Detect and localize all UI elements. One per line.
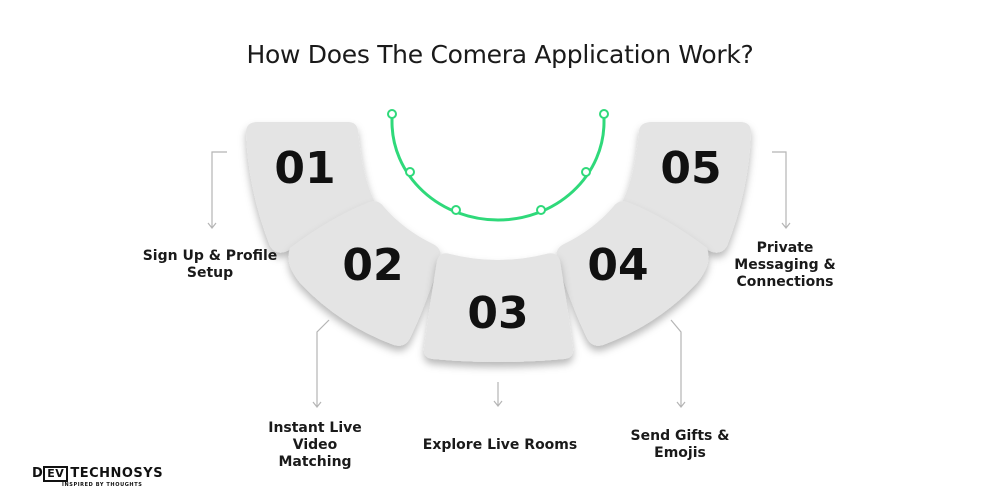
arc-node — [581, 167, 591, 177]
arc-connector — [390, 114, 606, 222]
step-number-04: 04 — [587, 240, 648, 291]
step-label-01: Sign Up & Profile Setup — [142, 248, 278, 281]
step-label-02: Instant Live Video Matching — [268, 420, 362, 470]
step-number-01: 01 — [274, 143, 335, 194]
step-number-03: 03 — [467, 288, 528, 339]
arc-node — [387, 109, 397, 119]
connector-arrow-04 — [670, 319, 686, 408]
connector-arrow-03 — [493, 382, 503, 407]
step-label-04: Send Gifts & Emojis — [630, 428, 730, 461]
connector-arrow-05 — [772, 151, 791, 229]
logo-wordmark: TECHNOSYS — [70, 466, 164, 481]
logo-tagline: INSPIRED BY THOUGHTS — [62, 482, 143, 488]
step-number-05: 05 — [660, 143, 721, 194]
connector-arrow-01 — [207, 151, 227, 229]
connector-arrow-02 — [312, 319, 330, 408]
step-label-05: Private Messaging & Connections — [734, 240, 836, 290]
step-card-04: 04 — [556, 201, 709, 346]
arc-node — [451, 205, 461, 215]
connector-lines — [207, 151, 791, 408]
arc-nodes — [387, 109, 609, 215]
arc-node — [405, 167, 415, 177]
logo-letter: D — [32, 466, 44, 481]
step-card-02: 02 — [288, 201, 441, 346]
arc-node — [599, 109, 609, 119]
arc-node — [536, 205, 546, 215]
step-label-03: Explore Live Rooms — [422, 437, 578, 453]
page-title: How Does The Comera Application Work? — [246, 40, 754, 69]
logo-box: EV — [43, 466, 69, 482]
step-number-02: 02 — [342, 240, 403, 291]
step-card-03: 03 — [423, 253, 574, 362]
